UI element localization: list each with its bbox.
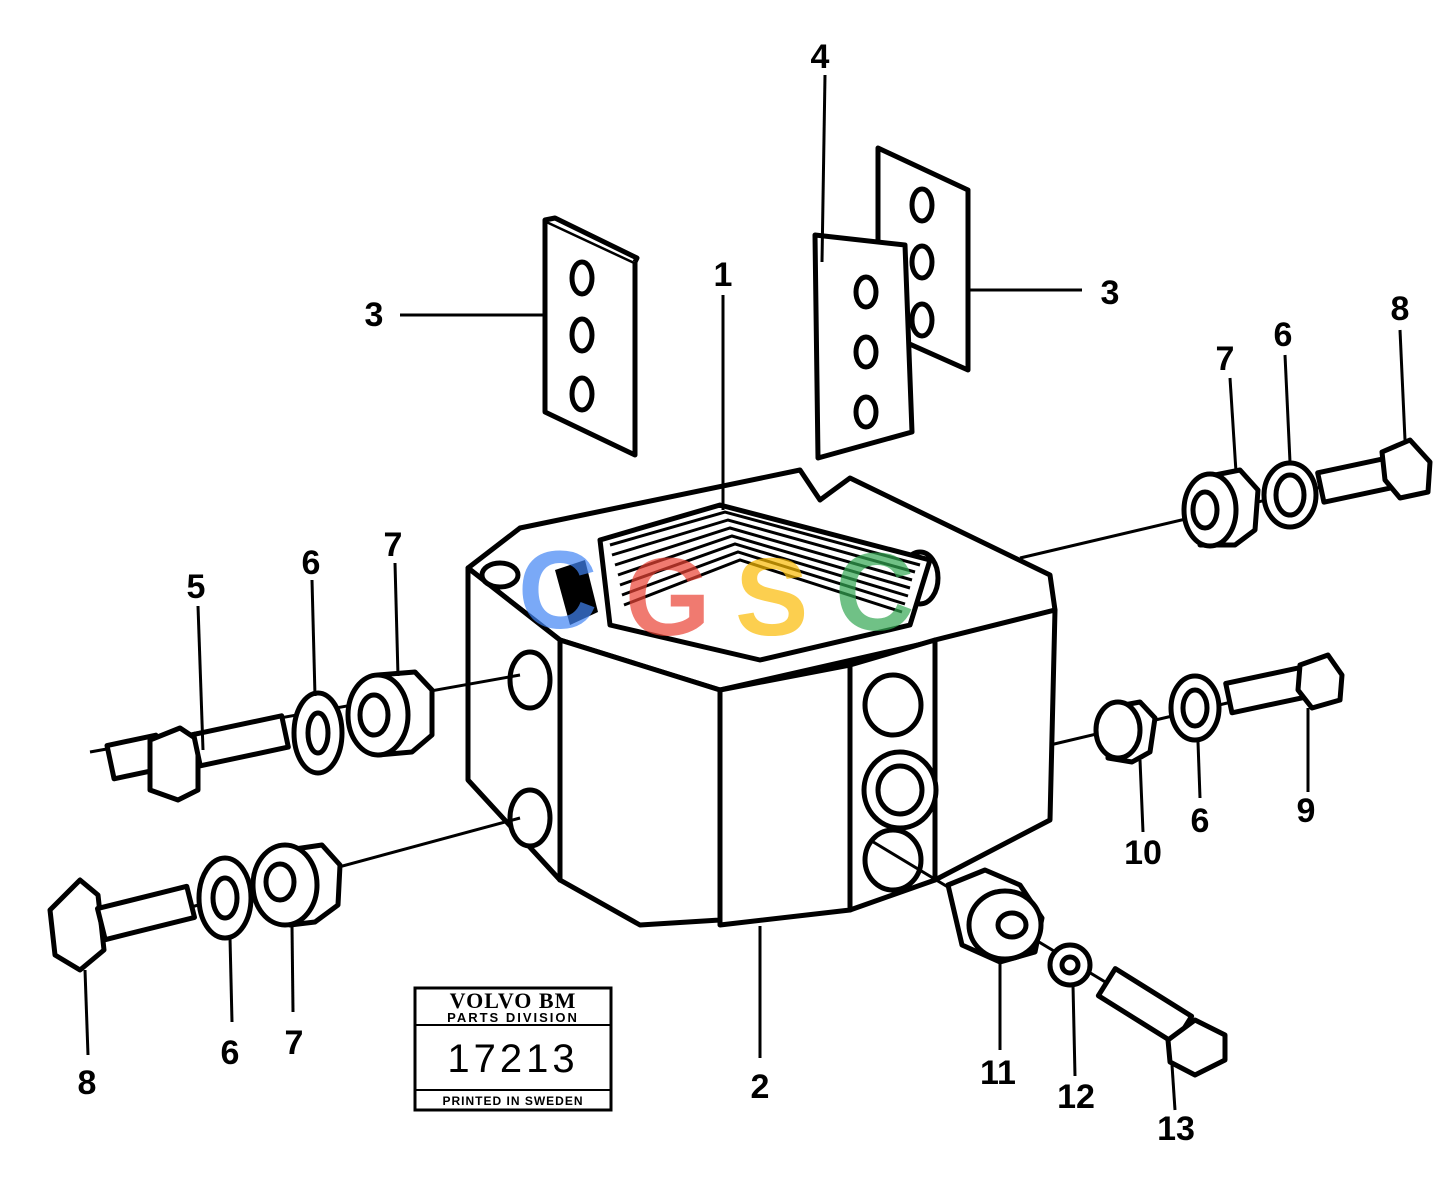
callout-6-right-upper: 6 — [1274, 316, 1293, 354]
callout-13: 13 — [1157, 1110, 1195, 1148]
callout-6-left-lower: 6 — [221, 1034, 240, 1072]
callout-6-right-lower: 6 — [1191, 802, 1210, 840]
callout-7-left-lower: 7 — [285, 1024, 304, 1062]
callout-5: 5 — [187, 568, 206, 606]
callout-9: 9 — [1297, 792, 1316, 830]
callout-11: 11 — [980, 1054, 1016, 1092]
clamp-plate-left — [542, 215, 640, 458]
callout-4: 4 — [811, 38, 830, 76]
watermark-letter-4: C — [835, 531, 914, 654]
stamp-number: 17213 — [447, 1037, 578, 1081]
leader-lines — [83, 74, 1407, 1111]
callout-10: 10 — [1124, 834, 1162, 872]
callout-1: 1 — [714, 256, 733, 294]
callout-8-left: 8 — [78, 1064, 97, 1102]
stamp-division: PARTS DIVISION — [447, 1010, 579, 1025]
callout-3-left: 3 — [365, 296, 384, 334]
insulating-plate — [812, 232, 915, 461]
stamp-footer: PRINTED IN SWEDEN — [442, 1094, 583, 1108]
bolt-assembly-left-lower — [47, 816, 521, 973]
parts-division-stamp: VOLVO BM PARTS DIVISION 17213 PRINTED IN… — [413, 986, 613, 1112]
callout-2: 2 — [751, 1068, 770, 1106]
bolt-assembly-right-upper — [1019, 437, 1433, 560]
callout-3-right: 3 — [1101, 274, 1120, 312]
watermark-letter-3: S — [735, 536, 808, 659]
callout-7-left-upper: 7 — [384, 526, 403, 564]
callout-12: 12 — [1057, 1078, 1095, 1116]
watermark: C G S C — [518, 529, 914, 659]
core-lamination-stack — [555, 502, 933, 663]
bolt-assembly-right-lower — [869, 838, 1228, 1078]
watermark-letter-2: G — [625, 536, 711, 659]
callout-6-left-upper: 6 — [302, 544, 321, 582]
bolt-assembly-right-middle — [1049, 652, 1345, 765]
callout-8-right: 8 — [1391, 290, 1410, 328]
valve-housing — [465, 467, 1058, 928]
watermark-letter-1: C — [518, 529, 597, 652]
callout-7-right: 7 — [1216, 340, 1235, 378]
stud-assembly-left-upper — [89, 669, 521, 803]
stamp-brand: VOLVO BM — [450, 988, 577, 1013]
callout-labels: 1 2 3 3 4 5 6 7 8 6 7 7 6 8 10 6 9 11 12… — [78, 38, 1410, 1148]
